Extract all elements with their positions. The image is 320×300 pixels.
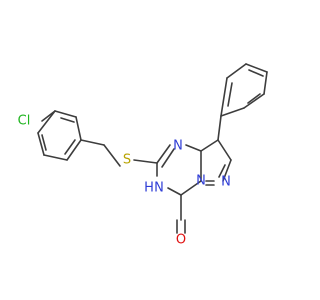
atom-nitrogen-pyrazole: N: [221, 175, 231, 190]
nitrogen-bridge-label: N: [196, 174, 206, 189]
atom-nitrogen-upper: N: [173, 139, 183, 154]
nitrogen-upper-label: N: [173, 139, 183, 154]
chlorophenyl-ring: [37, 110, 82, 161]
nitrogen-pyrazole-label: N: [221, 175, 231, 190]
pyrazole-ring: [200, 139, 232, 186]
chlorine-label: Cl: [18, 114, 31, 129]
sulfur-label: S: [123, 153, 131, 168]
atom-sulfur: S: [123, 153, 131, 168]
phenyl-ring: [217, 63, 268, 141]
benzyl-linker: [80, 139, 158, 167]
atom-nitrogen-bridge: N: [196, 174, 206, 189]
molecule-structure-diagram: Cl S N H N N N O: [18, 63, 268, 248]
triazinone-ring: [156, 144, 202, 221]
atom-nitrogen-h: H N: [144, 181, 164, 196]
atom-oxygen: O: [176, 233, 186, 248]
nitrogen-h-label: N: [154, 181, 164, 196]
oxygen-label: O: [176, 233, 186, 248]
hydrogen-label: H: [144, 181, 154, 196]
atom-chlorine: Cl: [18, 114, 31, 129]
carbonyl-group: [176, 219, 186, 234]
